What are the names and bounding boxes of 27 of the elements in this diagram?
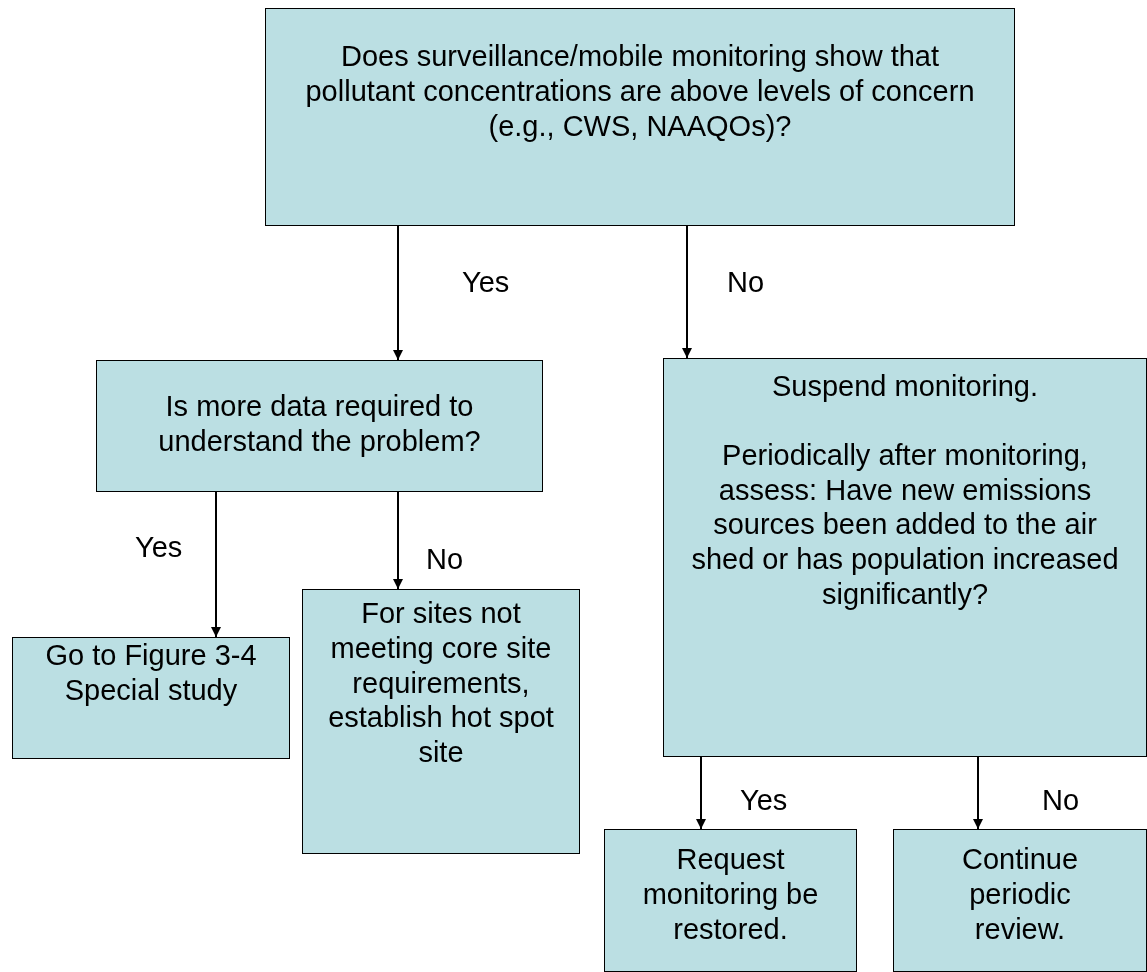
arrow — [211, 491, 221, 638]
box-text: Go to Figure 3-4 Special study — [44, 638, 258, 708]
box-text: Does surveillance/mobile monitoring show that pollutant concentrations are above levels of concern (e.g., CWS, NAAQOs)? — [304, 39, 976, 144]
process-box — [893, 829, 1147, 972]
arrow — [393, 491, 403, 590]
edge-label: No — [1042, 783, 1080, 818]
process-box — [12, 637, 290, 759]
process-box — [265, 8, 1015, 226]
process-box — [96, 360, 543, 492]
arrow — [696, 756, 706, 830]
process-box — [302, 589, 580, 854]
box-text: Is more data required to understand the problem? — [157, 389, 482, 459]
box-text: For sites not meeting core site requirements, establish hot spot site — [327, 596, 555, 770]
box-text: Suspend monitoring. — [772, 369, 1038, 404]
edge-label: No — [426, 542, 464, 577]
box-text: Periodically after monitoring, assess: Have new emissions sources been added to the air shed or has population increased significantly? — [690, 437, 1120, 612]
arrow — [393, 225, 403, 361]
edge-label: No — [727, 265, 765, 300]
box-text: Continue periodic review. — [960, 842, 1080, 947]
edge-label: Yes — [462, 265, 510, 300]
process-box — [604, 829, 857, 972]
edge-label: Yes — [740, 783, 788, 818]
box-text: Request monitoring be restored. — [641, 842, 820, 947]
arrow — [682, 225, 692, 359]
process-box — [663, 358, 1147, 757]
arrow — [973, 756, 983, 830]
edge-label: Yes — [135, 530, 183, 565]
